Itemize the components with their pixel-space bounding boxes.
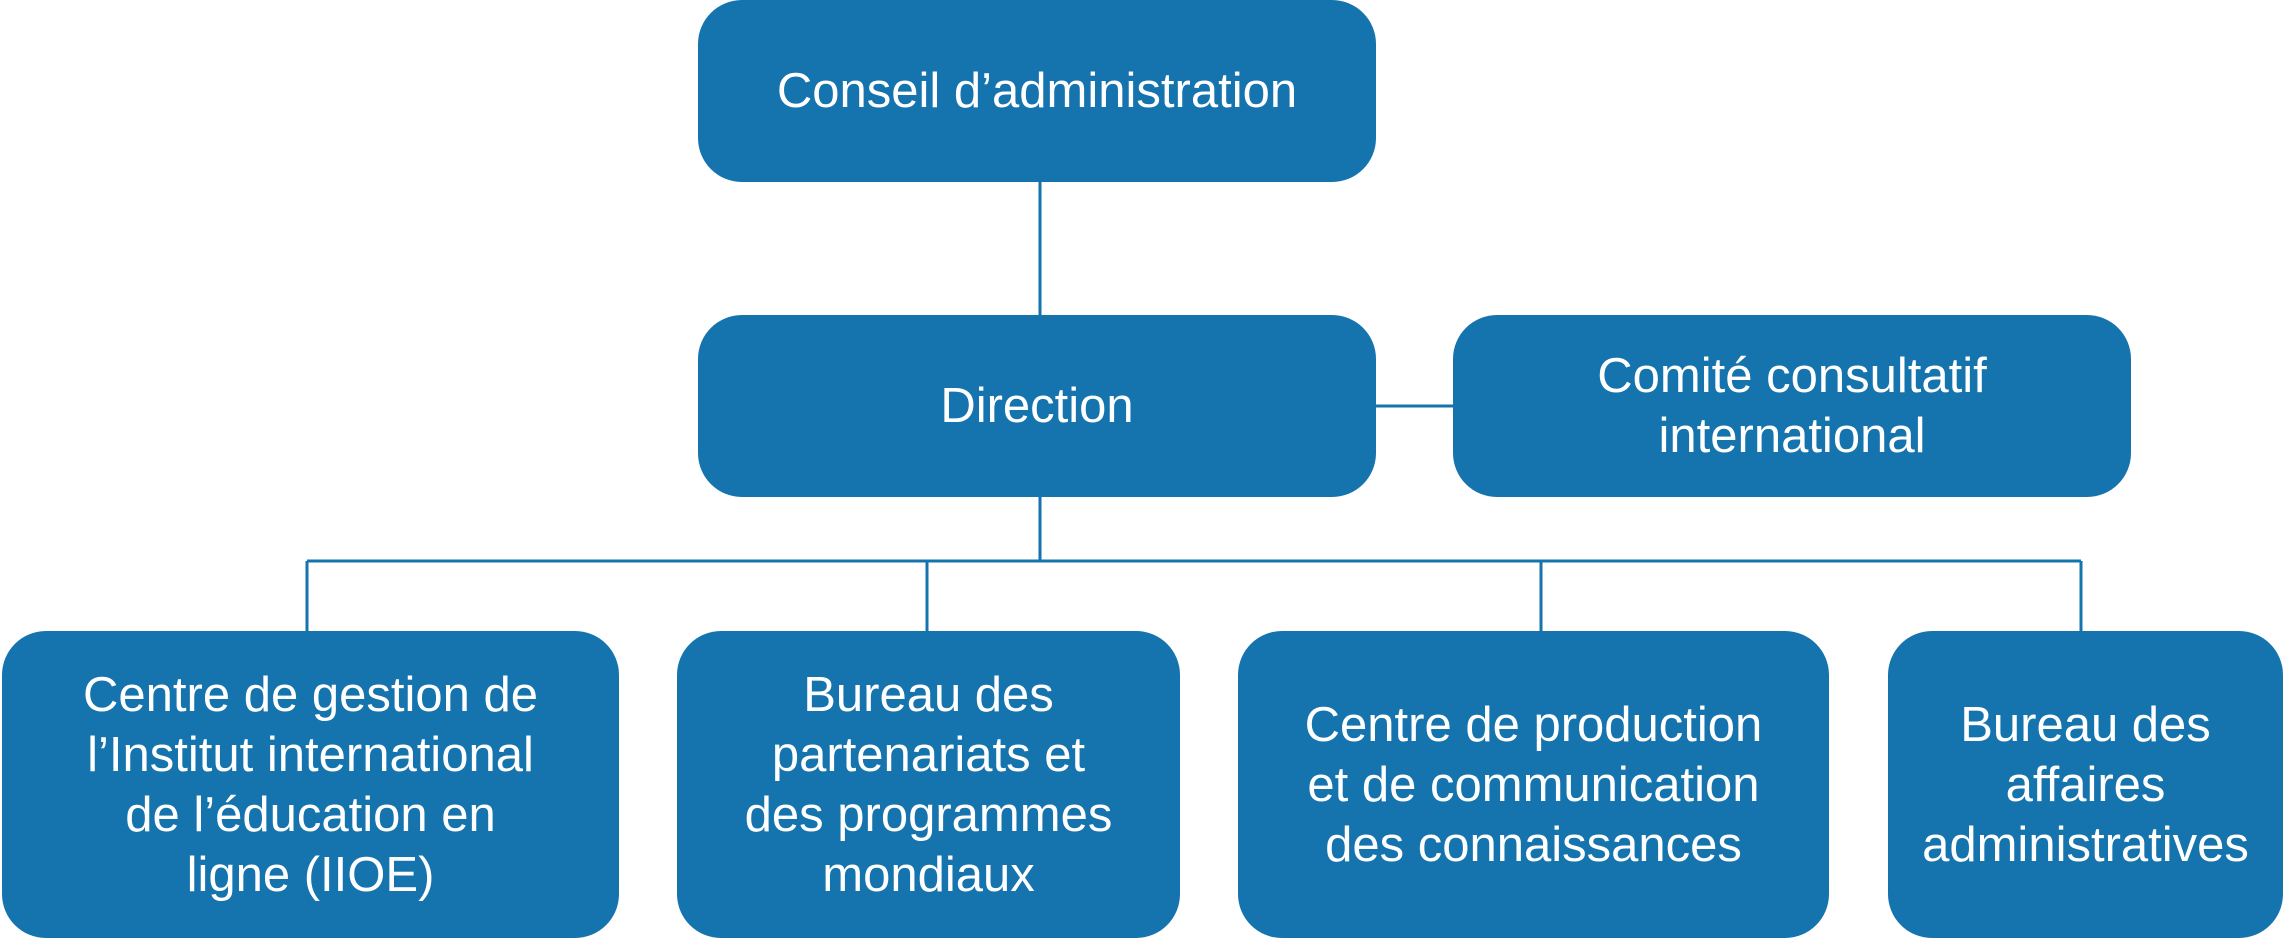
node-label: Bureau des affaires administratives [1922, 697, 2249, 872]
node-bureau-affaires-administratives: Bureau des affaires administratives [1888, 631, 2283, 938]
node-label: Conseil d’administration [776, 64, 1298, 118]
node-conseil-administration: Conseil d’administration [698, 0, 1376, 182]
node-label: Bureau des partenariats et des programme… [744, 667, 1113, 902]
node-label: Centre de production et de communication… [1304, 697, 1763, 872]
node-centre-production: Centre de production et de communication… [1238, 631, 1829, 938]
node-bureau-partenariats: Bureau des partenariats et des programme… [677, 631, 1180, 938]
node-label: Direction [940, 379, 1134, 433]
node-label: Centre de gestion de l’Institut internat… [83, 667, 538, 902]
node-comite-consultatif: Comité consultatif international [1453, 315, 2131, 497]
node-direction: Direction [698, 315, 1376, 497]
node-label: Comité consultatif international [1597, 349, 1987, 463]
node-centre-gestion-iioe: Centre de gestion de l’Institut internat… [2, 631, 619, 938]
